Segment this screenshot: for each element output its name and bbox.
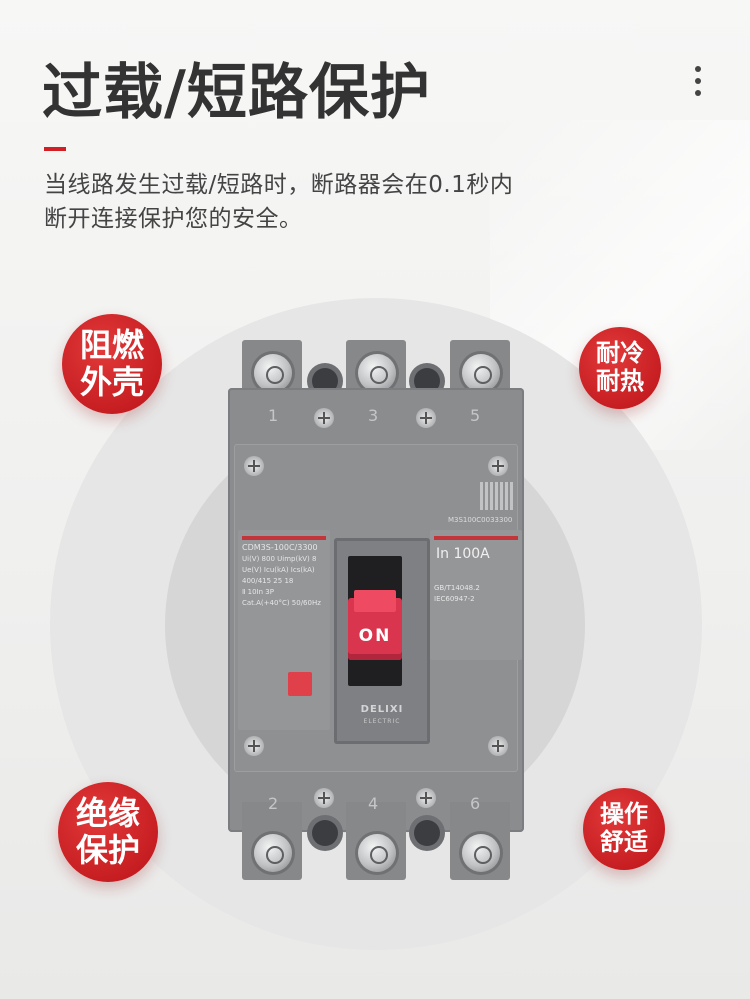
circuit-breaker-image: 1 3 5 M3S100C0033300 CDM3S-100C/3300 Ui(…	[224, 340, 528, 880]
serial-number: M3S100C0033300	[448, 516, 513, 524]
spec-line: Ⅱ 10In 3P	[242, 588, 274, 596]
terminal-hole	[414, 820, 440, 846]
handle-cap	[354, 590, 396, 612]
terminal-screw	[254, 834, 292, 872]
qr-code	[480, 482, 514, 510]
test-button[interactable]	[288, 672, 312, 696]
small-screw	[314, 788, 334, 808]
label-bar	[434, 536, 518, 540]
description: 当线路发生过载/短路时，断路器会在0.1秒内 断开连接保护您的安全。	[44, 168, 664, 236]
pole-number: 4	[368, 794, 379, 813]
standard-text: IEC60947-2	[434, 595, 475, 603]
cover-screw	[488, 736, 508, 756]
description-line-2: 断开连接保护您的安全。	[44, 206, 303, 232]
pole-number: 1	[268, 406, 279, 425]
pole-number: 3	[368, 406, 379, 425]
terminal-hole	[312, 820, 338, 846]
handle-housing: ON DELIXI ELECTRIC	[334, 538, 430, 744]
spec-line: 400/415 25 18	[242, 577, 294, 585]
description-line-1: 当线路发生过载/短路时，断路器会在0.1秒内	[44, 172, 514, 198]
terminal-screw	[462, 354, 500, 392]
label-bar	[242, 536, 326, 540]
cover-screw	[244, 456, 264, 476]
feature-label: 阻燃外壳	[79, 326, 144, 401]
feature-badge-insulation: 绝缘保护	[58, 782, 158, 882]
current-rating: In 100A	[436, 546, 490, 562]
feature-label: 操作舒适	[600, 800, 648, 856]
on-label: ON	[358, 626, 392, 646]
page-title: 过载/短路保护	[42, 58, 431, 128]
title-accent-rule	[44, 147, 66, 151]
pole-number: 2	[268, 794, 279, 813]
terminal-screw	[358, 834, 396, 872]
cover-screw	[488, 456, 508, 476]
bottom-terminals	[224, 800, 528, 880]
small-screw	[314, 408, 334, 428]
spec-line: Ui(V) 800 Uimp(kV) 8	[242, 555, 317, 563]
feature-badge-heat-cold: 耐冷耐热	[579, 327, 661, 409]
feature-label: 绝缘保护	[75, 794, 140, 869]
terminal-screw	[462, 834, 500, 872]
brand-logo: DELIXI	[360, 704, 404, 715]
spec-label: CDM3S-100C/3300 Ui(V) 800 Uimp(kV) 8 Ue(…	[238, 530, 330, 730]
more-vertical-icon[interactable]	[684, 64, 712, 98]
standard-text: GB/T14048.2	[434, 584, 480, 592]
terminal-screw	[254, 354, 292, 392]
small-screw	[416, 788, 436, 808]
pole-number: 6	[470, 794, 481, 813]
cover-screw	[244, 736, 264, 756]
small-screw	[416, 408, 436, 428]
spec-line: Ue(V) Icu(kA) Ics(kA)	[242, 566, 315, 574]
toggle-handle[interactable]: ON	[348, 590, 402, 660]
feature-badge-comfort: 操作舒适	[583, 788, 665, 870]
brand-subtitle: ELECTRIC	[363, 718, 401, 725]
rating-label: In 100A GB/T14048.2 IEC60947-2	[430, 530, 522, 660]
spec-line: Cat.A(+40°C) 50/60Hz	[242, 599, 321, 607]
model-text: CDM3S-100C/3300	[242, 543, 318, 552]
pole-number: 5	[470, 406, 481, 425]
terminal-screw	[358, 354, 396, 392]
feature-label: 耐冷耐热	[596, 339, 644, 395]
feature-badge-flame-retardant: 阻燃外壳	[62, 314, 162, 414]
